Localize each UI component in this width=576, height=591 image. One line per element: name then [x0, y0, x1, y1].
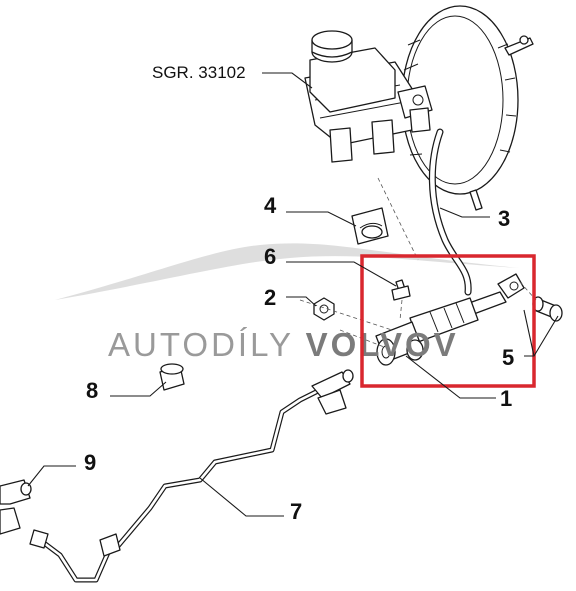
callout-5: 5: [502, 345, 514, 370]
leader-2: [286, 296, 317, 307]
watermark-left: AUTODÍLY: [108, 326, 306, 363]
reference-label: SGR. 33102: [152, 63, 246, 82]
watermark-right: VOLVOV: [306, 326, 459, 363]
highlight-frame: [360, 254, 536, 388]
part-4-bushing: [351, 207, 389, 245]
leader-3: [439, 207, 490, 218]
part-8-grommet: [159, 363, 185, 391]
leader-4: [286, 211, 357, 227]
part-2-nut: [313, 297, 335, 321]
callout-7: 7: [290, 499, 302, 524]
callout-4: 4: [264, 193, 277, 218]
callout-6: 6: [264, 244, 276, 269]
fluid-reservoir: [309, 47, 396, 113]
part-9-hose-end: [0, 479, 32, 535]
callout-2: 2: [264, 285, 276, 310]
leader-9: [27, 465, 76, 487]
leader-8: [110, 381, 167, 397]
part-3-hose: [428, 128, 472, 296]
part-6-bolt: [391, 279, 411, 301]
leader-7: [199, 477, 284, 517]
leader-1: [405, 355, 496, 399]
watermark-text: AUTODÍLY VOLVOV: [108, 326, 459, 363]
callout-8: 8: [86, 378, 98, 403]
callout-3: 3: [498, 206, 510, 231]
brake-booster-assembly: [304, 5, 534, 211]
part-7-pipe: [29, 369, 354, 583]
part-1-clutch-master-cylinder: [375, 273, 525, 366]
callout-1: 1: [500, 386, 512, 411]
callout-9: 9: [84, 450, 96, 475]
leader-6: [286, 261, 397, 287]
